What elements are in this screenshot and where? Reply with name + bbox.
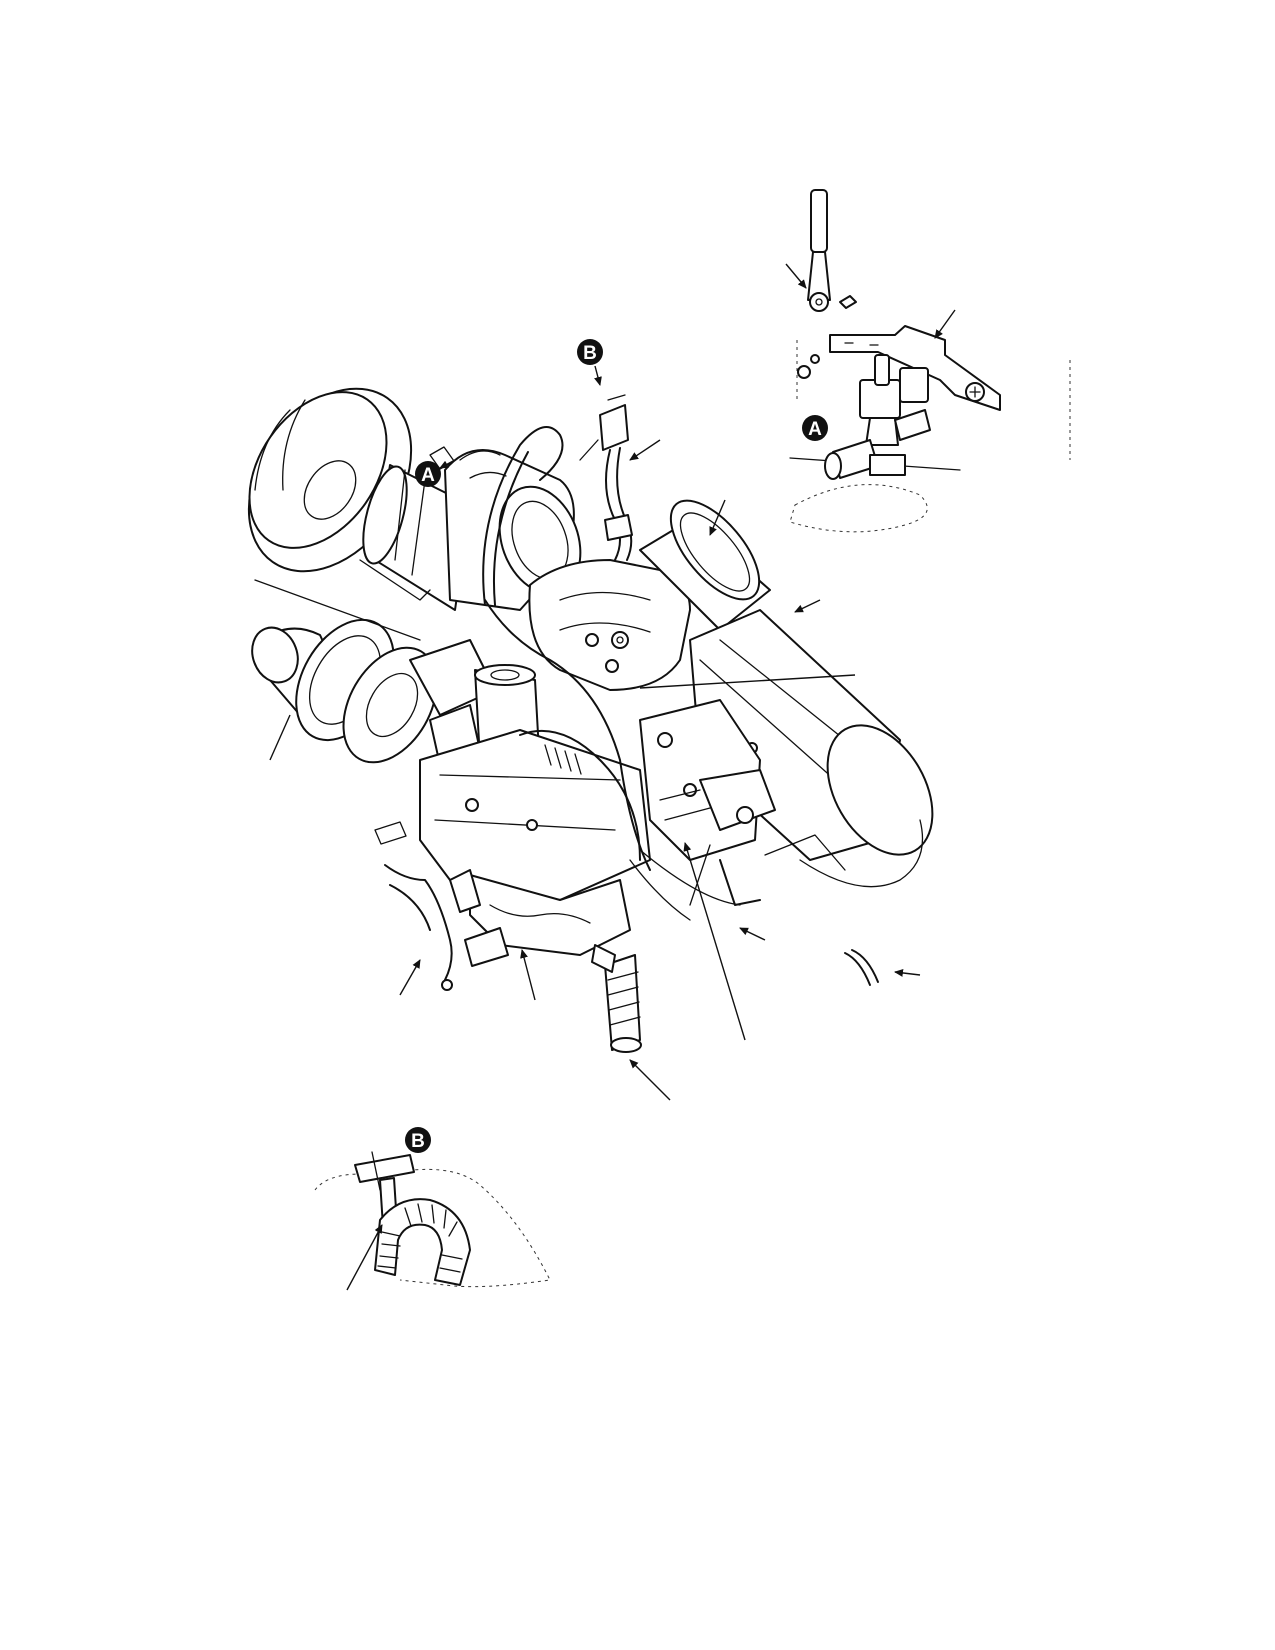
callout-b-badge: B: [405, 1127, 431, 1153]
coolant-hose-upper: [482, 426, 564, 606]
callout-a-badge-main: A: [415, 461, 441, 487]
wiring-harness: [374, 821, 509, 991]
drain-hose: [591, 944, 642, 1053]
callout-a-letter: A: [808, 419, 822, 440]
breather-tube: [579, 394, 633, 561]
bolt-hardware: [797, 295, 857, 379]
callout-a-badge: A: [802, 415, 828, 441]
corrugated-hose: [374, 1198, 471, 1286]
detail-a-inset: A: [785, 189, 1071, 533]
exhaust-outlet: [639, 499, 771, 631]
engine-assembly: B A: [247, 339, 934, 1101]
rod-end-fitting: [807, 189, 831, 312]
detail-b-inset: B: [314, 1127, 551, 1291]
vent-tube: [844, 952, 871, 986]
oil-pan: [469, 874, 631, 956]
fuel-injection-pump: [639, 699, 776, 861]
air-cleaner-small: [251, 618, 438, 764]
exhaust-manifold: [528, 559, 691, 691]
turbocharger: [429, 446, 582, 611]
engine-block: [419, 729, 651, 901]
callout-a-letter-main: A: [421, 465, 435, 486]
fuel-lines: [484, 599, 846, 921]
callout-b-letter-main: B: [583, 343, 597, 364]
callout-b-badge-main: B: [577, 339, 603, 386]
valve-assembly: [824, 354, 931, 480]
callout-b-letter: B: [411, 1131, 425, 1152]
